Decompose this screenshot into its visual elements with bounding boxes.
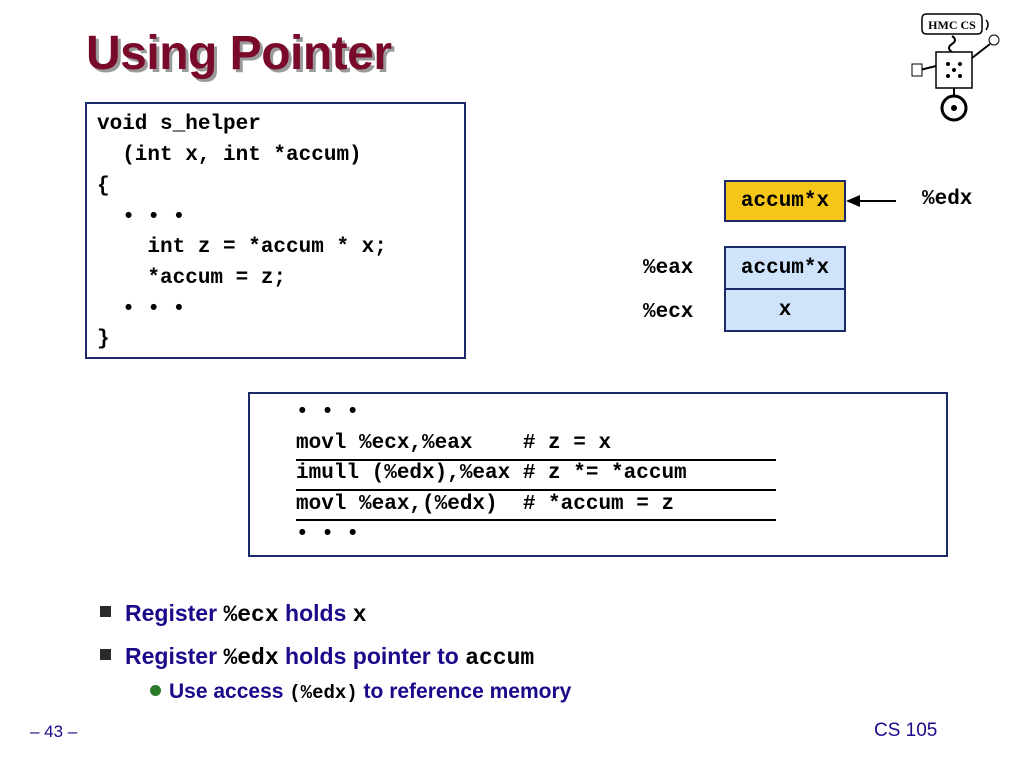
eax-label: %eax xyxy=(643,257,694,280)
ecx-register-cell: x xyxy=(724,288,846,332)
code-line: • • • xyxy=(97,298,186,321)
bullet-edx: Register %edx holds pointer to accum xyxy=(100,643,534,671)
bullet-text: to reference memory xyxy=(357,680,572,703)
bullet-ecx: Register %ecx holds x xyxy=(100,600,367,628)
bullet-text: holds xyxy=(278,600,353,626)
inline-code: accum xyxy=(465,645,535,671)
asm-line: movl %ecx,%eax # z = x xyxy=(296,432,612,455)
hmc-cs-logo: HMC CS xyxy=(911,13,1000,122)
code-line: • • • xyxy=(97,206,186,229)
inline-code: (%edx) xyxy=(289,682,358,704)
eax-register-cell: accum*x xyxy=(724,246,846,290)
asm-highlight-rule xyxy=(296,519,776,521)
page-number: – 43 – xyxy=(30,722,78,741)
bullet-text: Register xyxy=(125,600,224,626)
code-line: int z = *accum * x; xyxy=(97,236,387,259)
code-line: (int x, int *accum) xyxy=(97,144,362,167)
asm-line: movl %eax,(%edx) # *accum = z xyxy=(296,493,675,516)
asm-code-box xyxy=(248,392,948,557)
square-bullet-icon xyxy=(100,606,111,618)
inline-code: x xyxy=(352,602,367,628)
bullet-text: Use access xyxy=(169,680,290,703)
memory-cell-accum: accum*x xyxy=(724,180,846,222)
code-line: void s_helper xyxy=(97,113,261,136)
course-label: CS 105 xyxy=(874,720,938,741)
slide-title: Using Pointer xyxy=(86,27,392,80)
edx-label: %edx xyxy=(922,188,973,211)
bullet-text: holds pointer to xyxy=(278,643,466,669)
asm-line: imull (%edx),%eax # z *= *accum xyxy=(296,462,687,485)
pointer-arrow xyxy=(846,195,896,207)
sub-bullet-access: Use access (%edx) to reference memory xyxy=(150,680,571,704)
asm-line: • • • xyxy=(296,401,360,424)
round-bullet-icon xyxy=(150,684,161,696)
code-line: { xyxy=(97,175,110,198)
asm-highlight-rule xyxy=(296,489,776,491)
inline-code: %ecx xyxy=(223,602,279,628)
ecx-label: %ecx xyxy=(643,301,694,324)
asm-line: • • • xyxy=(296,523,360,546)
square-bullet-icon xyxy=(100,649,111,661)
logo-text: HMC CS xyxy=(928,18,976,32)
bullet-text: Register xyxy=(125,643,224,669)
asm-highlight-rule xyxy=(296,459,776,461)
inline-code: %edx xyxy=(223,645,279,671)
code-line: } xyxy=(97,328,110,351)
code-line: *accum = z; xyxy=(97,267,287,290)
c-code-box: void s_helper (int x, int *accum) { • • … xyxy=(85,102,466,359)
